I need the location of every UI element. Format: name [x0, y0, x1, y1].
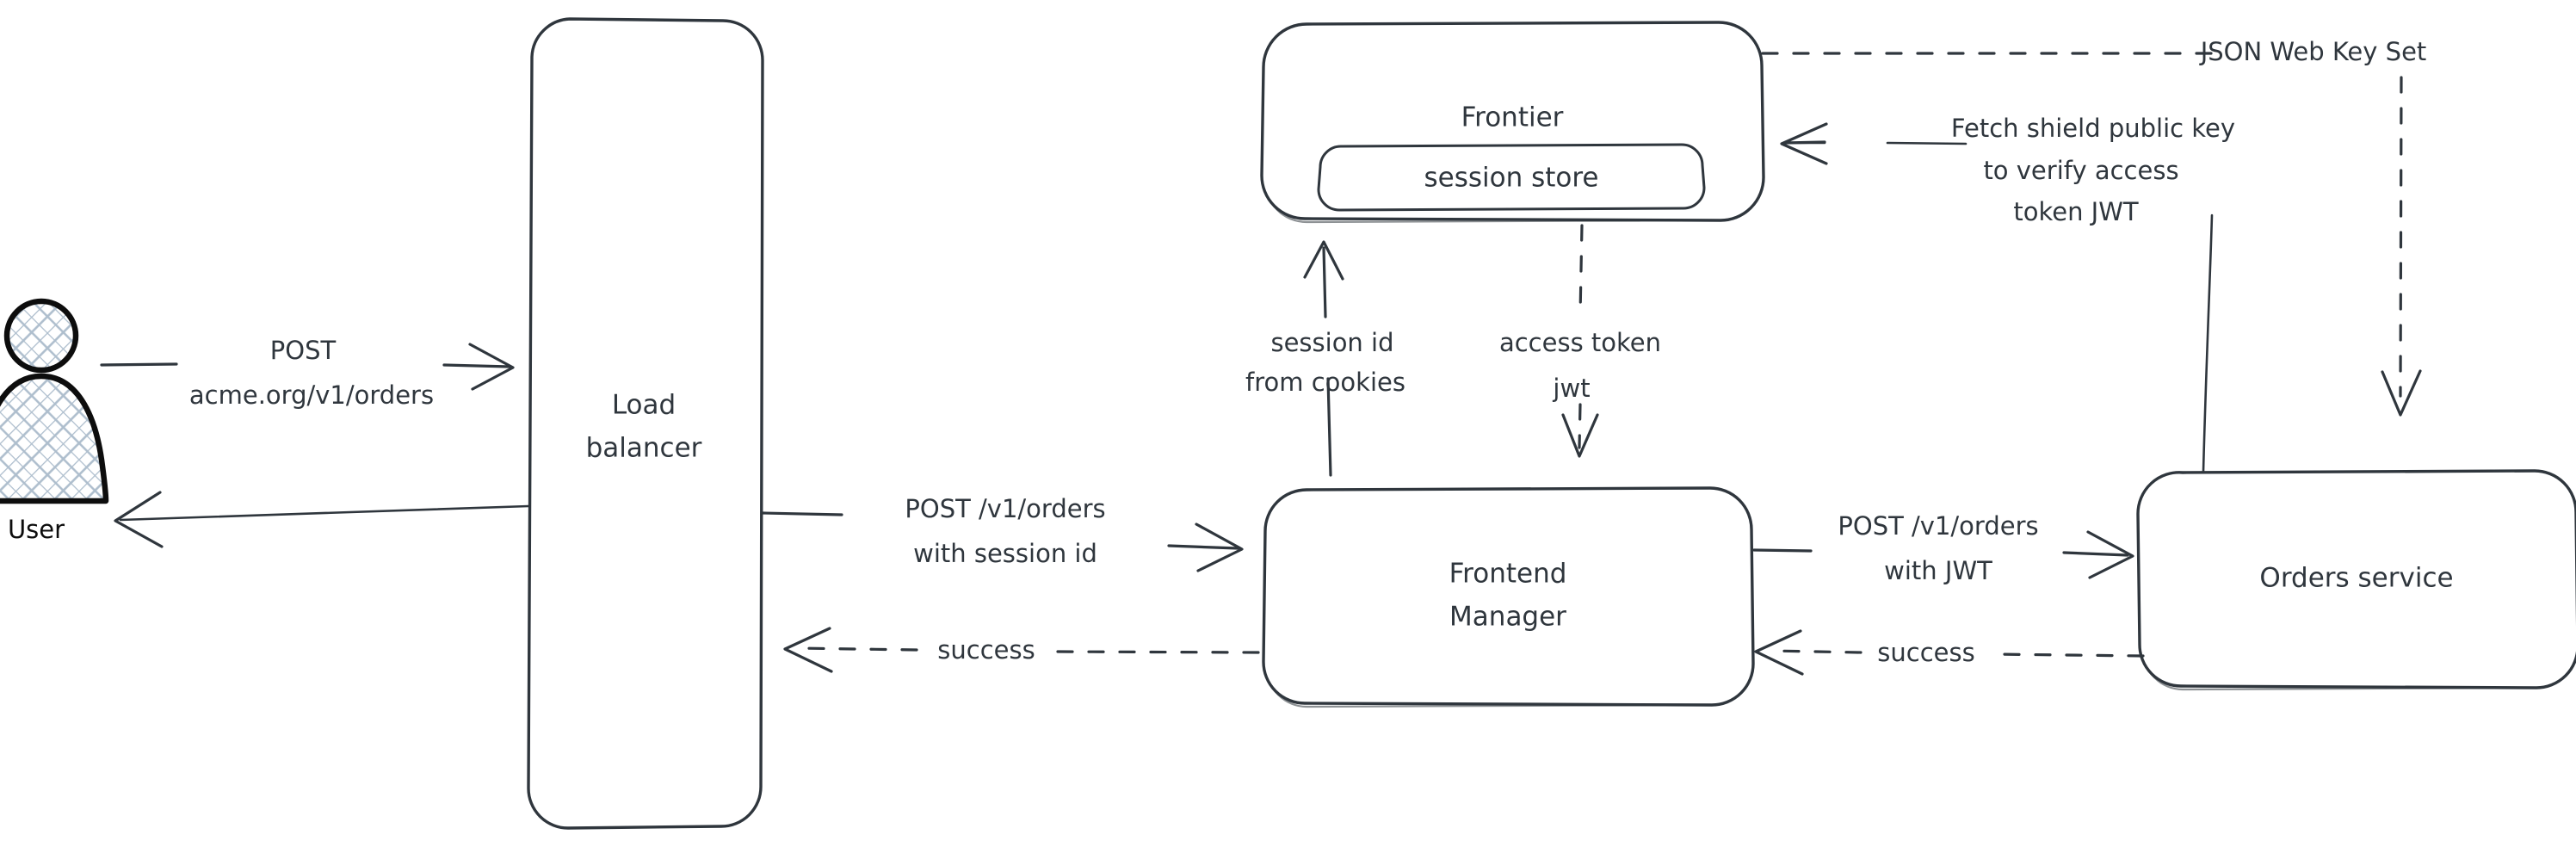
edge-load-balancer-to-user: [114, 491, 530, 548]
node-frontend-manager-label-line1: Frontend: [1449, 559, 1567, 590]
edge-user-to-load-balancer: POST acme.org/v1/orders: [100, 336, 515, 410]
edge-lb-to-frontend-manager: POST /v1/orders with session id: [761, 494, 1244, 572]
node-orders-service-label: Orders service: [2259, 563, 2453, 594]
edge-fm-to-frontier-label-line1: session id: [1270, 328, 1393, 357]
edge-frontier-to-orders-jwks: JSON Web Key Set: [1761, 37, 2427, 417]
edge-frontier-to-fm-label-line2: jwt: [1552, 374, 1590, 403]
edge-fm-to-orders: POST /v1/orders with JWT: [1752, 511, 2134, 585]
edge-user-to-lb-label-line2: acme.org/v1/orders: [189, 380, 434, 410]
node-load-balancer-label-line2: balancer: [586, 433, 702, 464]
edge-fm-to-frontier-label-line2: from cookies: [1245, 368, 1405, 397]
edge-fm-to-frontier: session id from cookies: [1245, 240, 1405, 477]
node-orders-service[interactable]: Orders service: [2136, 469, 2576, 691]
edge-orders-to-frontier: Fetch shield public key to verify access…: [1780, 114, 2235, 473]
edge-fm-to-lb-success: success: [783, 627, 1260, 673]
node-session-store-label: session store: [1424, 163, 1598, 194]
node-frontend-manager[interactable]: Frontend Manager: [1262, 486, 1755, 708]
actor-user: User: [0, 298, 109, 544]
node-frontier[interactable]: Frontier session store: [1260, 21, 1765, 224]
edge-orders-to-fm-success: success: [1754, 629, 2145, 676]
edge-orders-to-frontier-label-line1: Fetch shield public key: [1951, 114, 2235, 143]
person-head-icon: [3, 298, 79, 374]
edge-orders-to-fm-label: success: [1877, 638, 1974, 667]
node-load-balancer[interactable]: Load balancer: [527, 17, 764, 830]
edge-frontier-to-fm-label-line1: access token: [1499, 328, 1661, 357]
person-body-icon: [0, 373, 109, 504]
node-frontier-label: Frontier: [1461, 102, 1564, 133]
edge-user-to-lb-label-line1: POST: [270, 336, 337, 365]
node-load-balancer-label-line1: Load: [612, 390, 676, 421]
edge-fm-to-orders-label-line2: with JWT: [1884, 556, 1992, 585]
edge-jwks-label: JSON Web Key Set: [2199, 37, 2427, 66]
edge-fm-to-orders-label-line1: POST /v1/orders: [1838, 511, 2038, 541]
edge-frontier-to-fm: access token jwt: [1499, 224, 1661, 458]
node-frontend-manager-label-line2: Manager: [1449, 602, 1566, 633]
edge-lb-to-fm-label-line1: POST /v1/orders: [905, 494, 1105, 523]
edge-orders-to-frontier-label-line3: token JWT: [2013, 197, 2139, 226]
actor-user-label: User: [8, 515, 65, 544]
edge-fm-to-lb-label: success: [937, 635, 1035, 665]
edge-orders-to-frontier-label-line2: to verify access: [1983, 156, 2178, 185]
edge-lb-to-fm-label-line2: with session id: [913, 539, 1097, 568]
node-session-store[interactable]: session store: [1317, 143, 1706, 212]
